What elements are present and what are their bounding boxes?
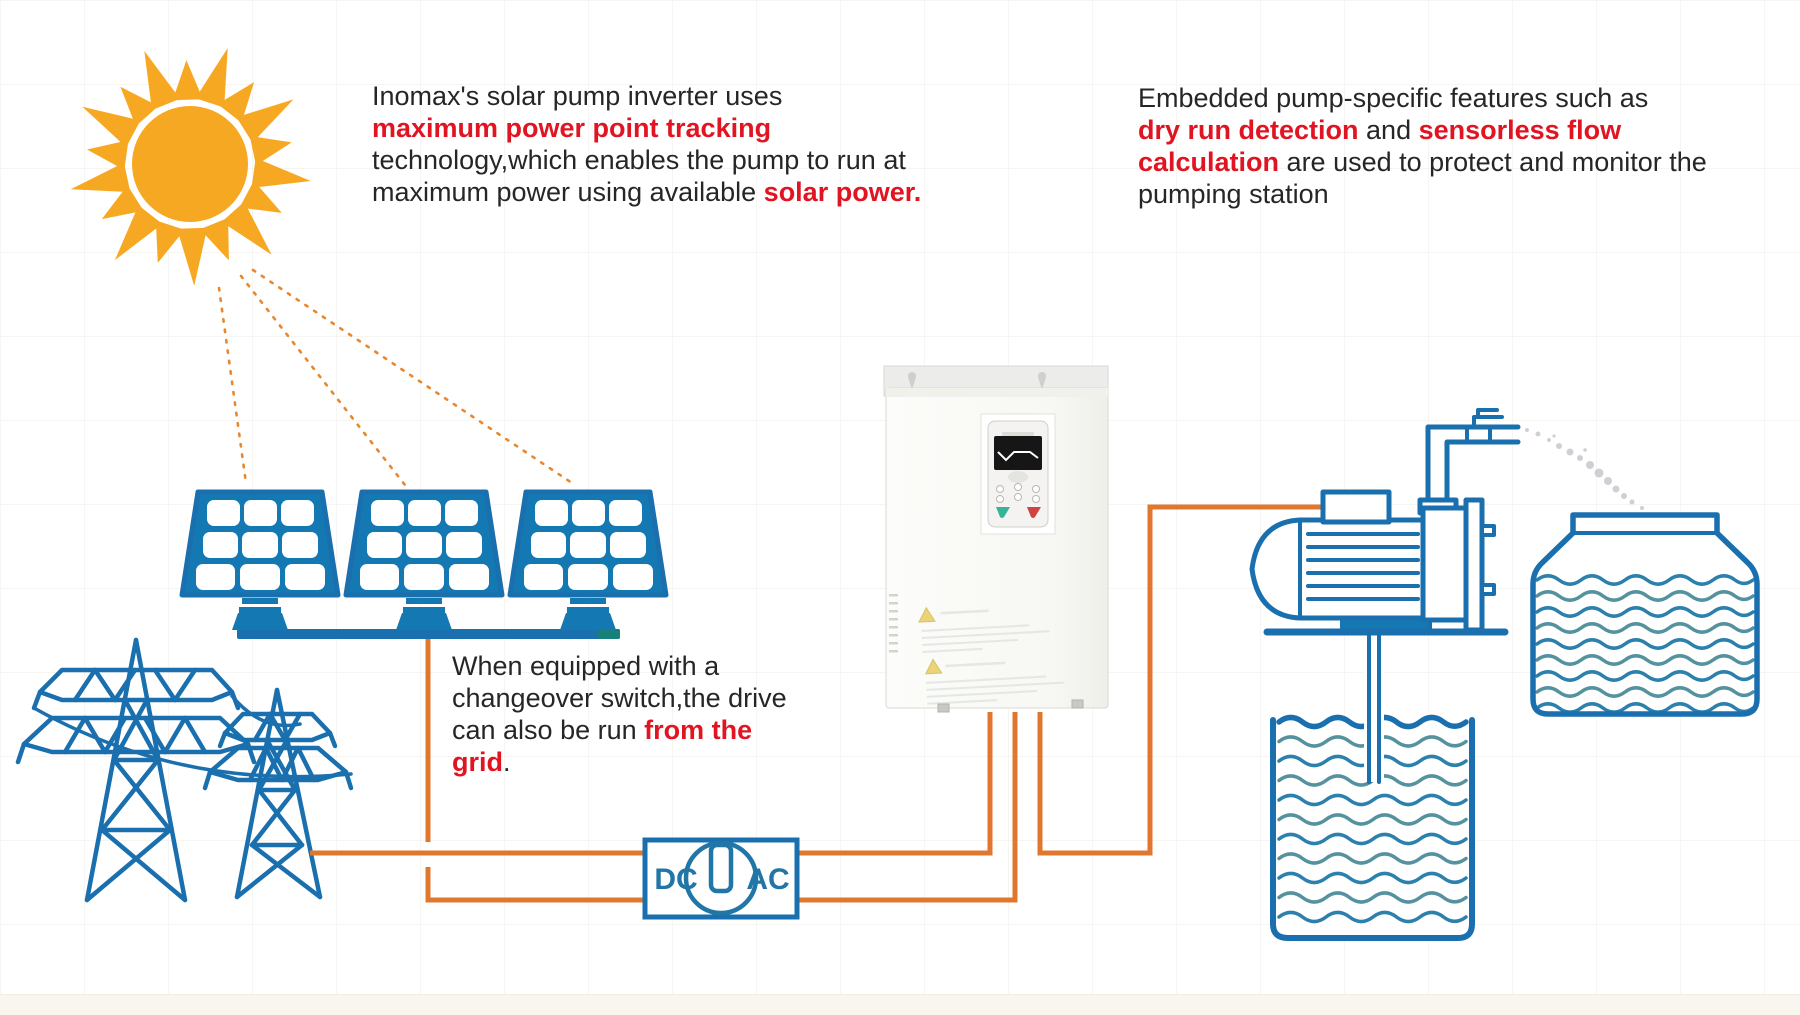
solar-text-body: technology,which enables the pump to run… xyxy=(372,145,906,207)
solar-panel-array xyxy=(182,492,666,639)
features-text-seg2: and xyxy=(1358,115,1419,145)
bottom-strip xyxy=(0,994,1800,1015)
dc-label: DC xyxy=(654,863,697,896)
solar-text-highlight1: maximum power point tracking xyxy=(372,113,772,143)
solar-panel xyxy=(346,492,502,630)
vent-slots xyxy=(889,594,898,653)
features-text-block: Embedded pump-specific features such as … xyxy=(1138,82,1748,210)
solar-text-highlight2: solar power. xyxy=(763,177,922,207)
wire-solar-to-switch-lower xyxy=(425,867,648,903)
wire-switch-to-inverter-2 xyxy=(795,712,1018,903)
grid-text-seg1: When equipped with a changeover switch,t… xyxy=(452,651,787,745)
grid-text-block: When equipped with a changeover switch,t… xyxy=(452,650,812,778)
mounting-keyholes xyxy=(908,372,1046,390)
features-text-seg3: are used to protect and monitor the pump… xyxy=(1138,147,1707,209)
sun-icon xyxy=(70,48,311,286)
features-text-highlight1: dry run detection xyxy=(1138,115,1359,145)
run-button xyxy=(996,507,1010,518)
wire-inverter-to-pump xyxy=(1037,504,1330,856)
grid-text-highlight1: from the grid xyxy=(452,715,753,777)
water-well xyxy=(1270,714,1475,941)
ac-label: AC xyxy=(746,863,789,896)
dc-ac-switch: DC AC xyxy=(642,837,800,920)
sun-rays xyxy=(70,48,311,286)
pump-inverter xyxy=(883,365,1109,713)
solar-panel xyxy=(510,492,666,630)
features-text-highlight2: sensorless flow calculation xyxy=(1138,115,1622,177)
solar-panel xyxy=(182,492,338,630)
features-text-seg1: Embedded pump-specific features such as xyxy=(1138,83,1649,113)
stop-button xyxy=(1027,507,1041,518)
water-pump xyxy=(1249,408,1521,784)
warning-labels xyxy=(918,606,1065,705)
solar-text-block: Inomax's solar pump inverter uses maximu… xyxy=(372,80,952,208)
wire-switch-to-inverter-1 xyxy=(795,712,993,856)
grid-text-seg2: . xyxy=(503,747,511,777)
solar-text-line1: Inomax's solar pump inverter uses xyxy=(372,81,783,111)
water-spray xyxy=(1525,428,1644,510)
inverter-keypad xyxy=(980,413,1056,535)
storage-tank xyxy=(1530,512,1760,717)
power-towers xyxy=(15,637,354,903)
tank-waves xyxy=(1535,574,1755,714)
sunlight-rays xyxy=(217,268,574,487)
power-wiring xyxy=(310,504,1330,903)
